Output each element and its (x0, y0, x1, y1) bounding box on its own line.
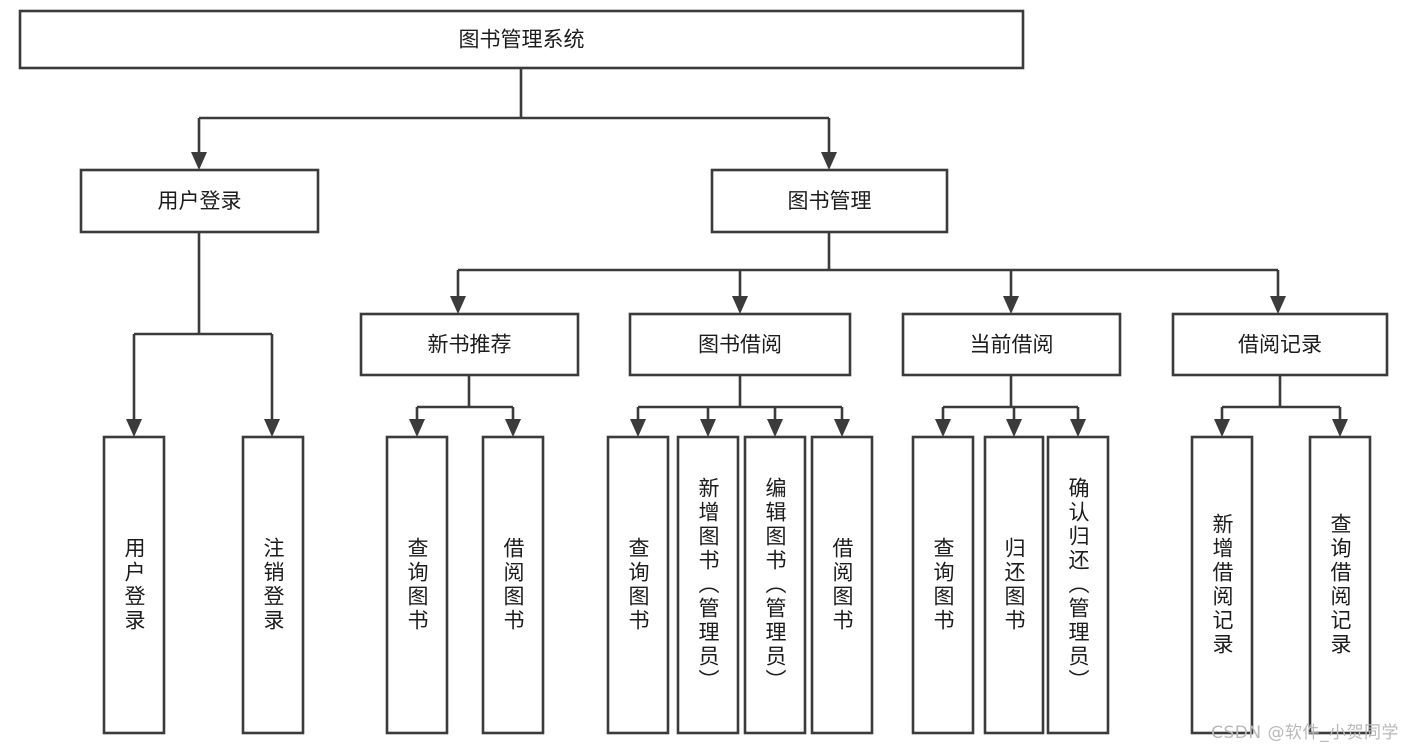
new-book-recommend-to-leaves-branch-0-arrowhead (409, 419, 425, 437)
book-management-to-level3-branch-3-arrowhead (1270, 296, 1286, 314)
node-leaf-7[interactable] (810, 435, 874, 735)
node-level3-3-label: 借阅记录 (1238, 333, 1322, 357)
node-level3-2[interactable] (901, 312, 1122, 377)
node-root[interactable] (18, 9, 1025, 70)
root-to-level2-branch-1-arrowhead (821, 152, 837, 170)
node-leaf-12[interactable] (1308, 435, 1372, 735)
current-borrow-to-leaves-branch-1-arrowhead (1006, 419, 1022, 437)
node-leaf-4[interactable] (606, 435, 670, 735)
node-root-label: 图书管理系统 (459, 28, 585, 52)
book-management-to-level3-branch-1-arrowhead (732, 296, 748, 314)
node-level2-0-label: 用户登录 (158, 189, 242, 213)
book-borrow-to-leaves-branch-3-arrowhead (834, 419, 850, 437)
node-leaf-8[interactable] (911, 435, 975, 735)
node-leaf-6[interactable] (743, 435, 807, 735)
user-login-to-leaves-branch-0-arrowhead (126, 419, 142, 437)
node-level3-1[interactable] (628, 312, 852, 377)
node-leaf-1[interactable] (241, 435, 305, 735)
book-borrow-to-leaves-branch-0-arrowhead (630, 419, 646, 437)
node-level2-1[interactable] (710, 168, 949, 234)
borrow-record-to-leaves-branch-1-arrowhead (1332, 419, 1348, 437)
node-level2-0[interactable] (79, 168, 320, 234)
node-leaf-9[interactable] (983, 435, 1045, 735)
node-leaf-2[interactable] (385, 435, 449, 735)
edges-layer (126, 68, 1348, 437)
node-level3-3[interactable] (1171, 312, 1389, 377)
borrow-record-to-leaves-branch-0-arrowhead (1214, 419, 1230, 437)
watermark-text: CSDN @软件_小贺同学 (1211, 723, 1399, 743)
node-leaf-10[interactable] (1046, 435, 1110, 735)
user-login-to-leaves-branch-1-arrowhead (264, 419, 280, 437)
node-leaf-11[interactable] (1190, 435, 1254, 735)
node-level3-0[interactable] (359, 312, 580, 377)
node-leaf-0[interactable] (102, 435, 166, 735)
book-management-to-level3-branch-0-arrowhead (450, 296, 466, 314)
new-book-recommend-to-leaves-branch-1-arrowhead (505, 419, 521, 437)
node-level3-1-label: 图书借阅 (698, 333, 782, 357)
book-management-to-level3-branch-2-arrowhead (1003, 296, 1019, 314)
book-borrow-to-leaves-branch-1-arrowhead (700, 419, 716, 437)
node-level3-2-label: 当前借阅 (970, 333, 1054, 357)
boxes-layer (18, 9, 1389, 735)
node-level3-0-label: 新书推荐 (428, 333, 512, 357)
current-borrow-to-leaves-branch-2-arrowhead (1070, 419, 1086, 437)
current-borrow-to-leaves-branch-0-arrowhead (935, 419, 951, 437)
book-borrow-to-leaves-branch-2-arrowhead (767, 419, 783, 437)
root-to-level2-branch-0-arrowhead (191, 152, 207, 170)
node-level2-1-label: 图书管理 (788, 189, 872, 213)
node-leaf-3[interactable] (481, 435, 545, 735)
node-leaf-5[interactable] (676, 435, 740, 735)
